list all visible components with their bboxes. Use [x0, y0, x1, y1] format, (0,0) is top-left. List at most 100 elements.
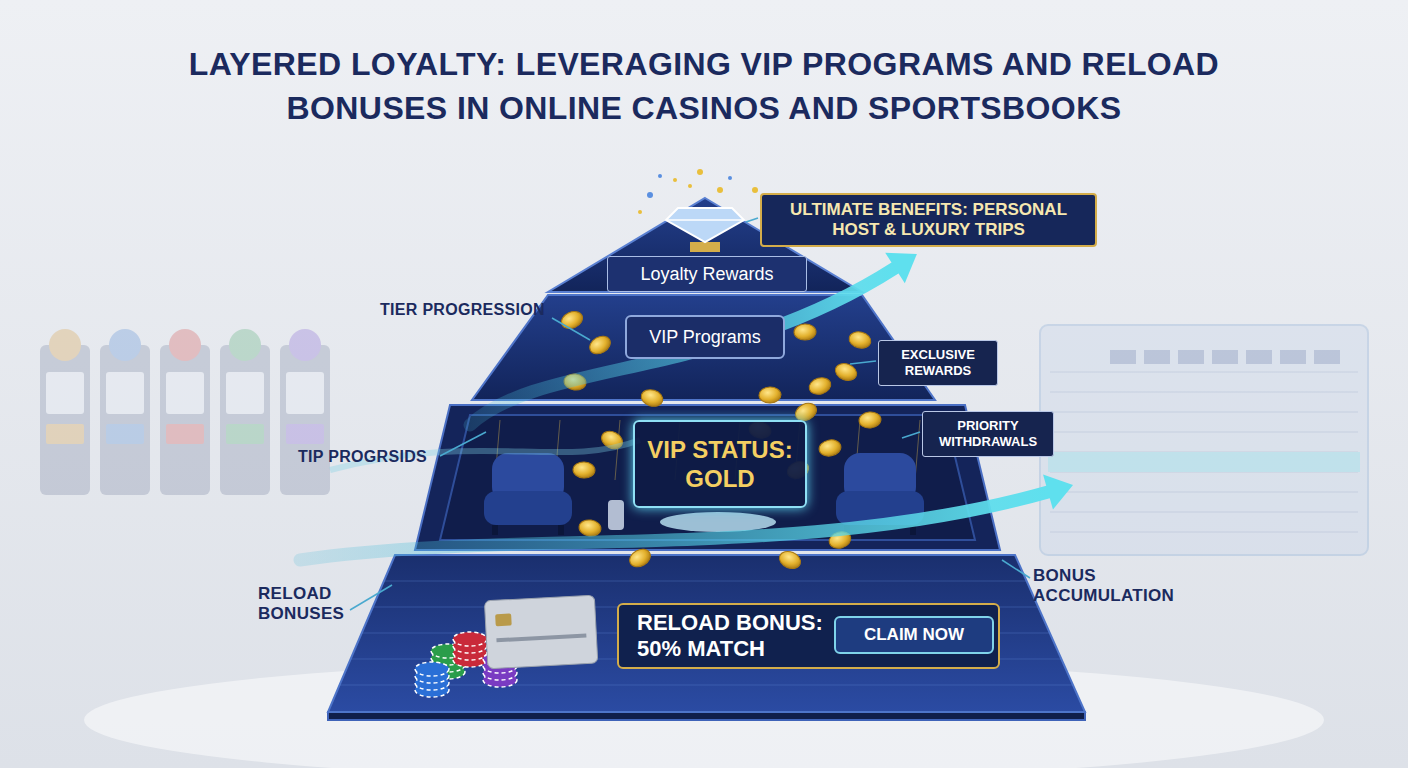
board-row: [1050, 412, 1358, 413]
sports-board: [1040, 325, 1368, 555]
progress-arrow-head: [1043, 474, 1073, 509]
node-text: VIP STATUS: GOLD: [643, 435, 797, 493]
leader-line: [440, 432, 486, 456]
tier-label: VIP Programs: [625, 315, 785, 359]
benefit-callout: PRIORITY WITHDRAWALS: [922, 411, 1054, 457]
slot-panel: [166, 424, 204, 444]
diamond: [666, 208, 744, 242]
gold-coin: [573, 461, 596, 478]
sparkle: [688, 184, 692, 188]
card-chip: [495, 613, 512, 626]
gold-coin: [794, 324, 816, 340]
platform-front: [328, 712, 1085, 720]
board-row: [1050, 532, 1358, 533]
benefit-callout: ULTIMATE BENEFITS: PERSONAL HOST & LUXUR…: [760, 193, 1097, 247]
board-row: [1050, 492, 1358, 493]
board-row: [1050, 372, 1358, 373]
slot-screen: [286, 372, 324, 414]
lounge-tier: [415, 405, 1000, 550]
slot-panel: [286, 424, 324, 444]
platform-top: [328, 555, 1085, 712]
sparkle: [728, 176, 732, 180]
slot-machine: [40, 329, 90, 495]
side-label: TIER PROGRESSION: [380, 300, 580, 320]
node-text: PRIORITY WITHDRAWALS: [931, 418, 1045, 450]
gold-coin: [559, 308, 586, 332]
slot-machine: [160, 329, 210, 495]
diagram-title: LAYERED LOYALTY: LEVERAGING VIP PROGRAMS…: [104, 42, 1304, 130]
slot-machine: [100, 329, 150, 495]
gold-coin: [818, 438, 843, 458]
slot-machine: [280, 329, 330, 495]
armchair: [484, 453, 572, 535]
card-body: [484, 595, 597, 669]
progress-arrow-head: [885, 253, 917, 284]
gold-coin: [847, 330, 872, 351]
gold-coin: [627, 546, 654, 571]
gold-coin: [586, 333, 613, 358]
node-text: EXCLUSIVE REWARDS: [887, 347, 989, 379]
slot-screen: [46, 372, 84, 414]
board-cell: [1280, 350, 1306, 364]
armchair-leg: [558, 525, 564, 535]
side-label: RELOAD BONUSES: [258, 584, 368, 624]
slot-panel: [106, 424, 144, 444]
gold-coin: [858, 411, 882, 429]
board-row: [1050, 392, 1358, 393]
glass-table: [660, 512, 776, 532]
armchair-seat: [484, 491, 572, 525]
sparkle: [658, 174, 662, 178]
slot-machine: [220, 329, 270, 495]
board-cell: [1144, 350, 1170, 364]
slot-panel: [46, 424, 84, 444]
slot-cabinet: [280, 345, 330, 495]
side-label: BONUS ACCUMULATION: [1033, 566, 1193, 606]
slot-topper: [169, 329, 201, 361]
leader-line: [850, 361, 876, 364]
gold-coin: [807, 375, 833, 396]
node-text: ULTIMATE BENEFITS: PERSONAL HOST & LUXUR…: [770, 200, 1087, 240]
sparkle: [638, 210, 642, 214]
board-cell: [1212, 350, 1238, 364]
benefit-callout: EXCLUSIVE REWARDS: [878, 340, 998, 386]
node-text: Loyalty Rewards: [640, 263, 773, 285]
leader-line: [746, 218, 758, 222]
leader-line: [902, 432, 920, 438]
board-highlight: [1048, 452, 1360, 472]
tier-label: Loyalty Rewards: [607, 256, 807, 292]
slot-topper: [109, 329, 141, 361]
slot-panel: [226, 424, 264, 444]
node-text: CLAIM NOW: [864, 625, 964, 645]
gold-coin: [759, 387, 782, 404]
poker-chip: [415, 662, 449, 676]
claim-button: CLAIM NOW: [834, 616, 994, 654]
armchair-leg: [492, 525, 498, 535]
board-cell: [1178, 350, 1204, 364]
gold-coin: [578, 519, 602, 538]
board-cell: [1314, 350, 1340, 364]
slot-cabinet: [100, 345, 150, 495]
leader-line: [350, 585, 392, 610]
leader-line: [1002, 560, 1030, 578]
slot-cabinet: [220, 345, 270, 495]
board-cell: [1246, 350, 1272, 364]
card-stripe: [496, 634, 586, 643]
side-label: TIP PROGRSIDS: [298, 447, 468, 467]
board-row: [1050, 512, 1358, 513]
slot-cabinet: [40, 345, 90, 495]
board-frame: [1040, 325, 1368, 555]
poker-chip: [453, 632, 487, 646]
node-text: VIP Programs: [649, 326, 761, 348]
leader-line: [552, 318, 590, 340]
sparkle: [752, 187, 758, 193]
slot-cabinet: [160, 345, 210, 495]
bonus-panel: RELOAD BONUS: 50% MATCH CLAIM NOW: [617, 603, 1000, 669]
node-text: RELOAD BONUS: 50% MATCH: [637, 610, 827, 662]
slot-topper: [289, 329, 321, 361]
platform-grid: [384, 581, 1027, 582]
gold-coin: [777, 548, 803, 571]
decanter: [608, 500, 624, 530]
